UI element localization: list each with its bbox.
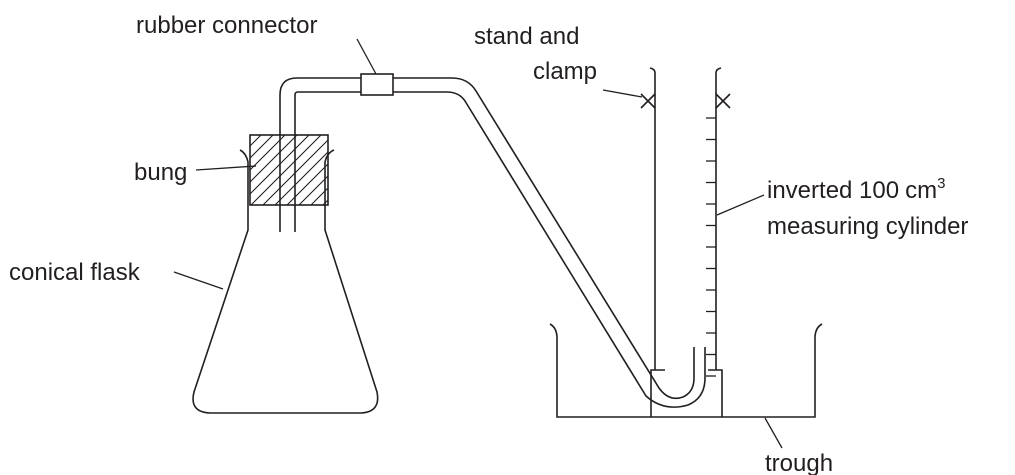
label-conical-flask: conical flask bbox=[9, 259, 141, 286]
leader-lines bbox=[173, 38, 783, 449]
rubber-connector bbox=[360, 73, 394, 96]
label-trough: trough bbox=[765, 450, 833, 475]
delivery-tube bbox=[279, 77, 706, 408]
trough bbox=[549, 323, 823, 418]
label-cylinder-superscript: 3 bbox=[937, 175, 945, 192]
clamp-crosses bbox=[640, 93, 731, 109]
label-cylinder-text: inverted 100 bbox=[767, 177, 899, 204]
label-bung: bung bbox=[134, 159, 187, 186]
label-rubber-connector: rubber connector bbox=[136, 12, 317, 39]
label-cylinder-line2: measuring cylinder bbox=[767, 213, 968, 240]
cylinder-stand bbox=[650, 369, 723, 417]
bung bbox=[249, 134, 329, 206]
label-cylinder-unit: cm bbox=[905, 177, 937, 204]
label-stand-and-clamp-line2: clamp bbox=[533, 58, 597, 85]
label-stand-and-clamp-line1: stand and bbox=[474, 23, 579, 50]
measuring-cylinder bbox=[649, 67, 722, 377]
cylinder-scale bbox=[706, 117, 716, 377]
